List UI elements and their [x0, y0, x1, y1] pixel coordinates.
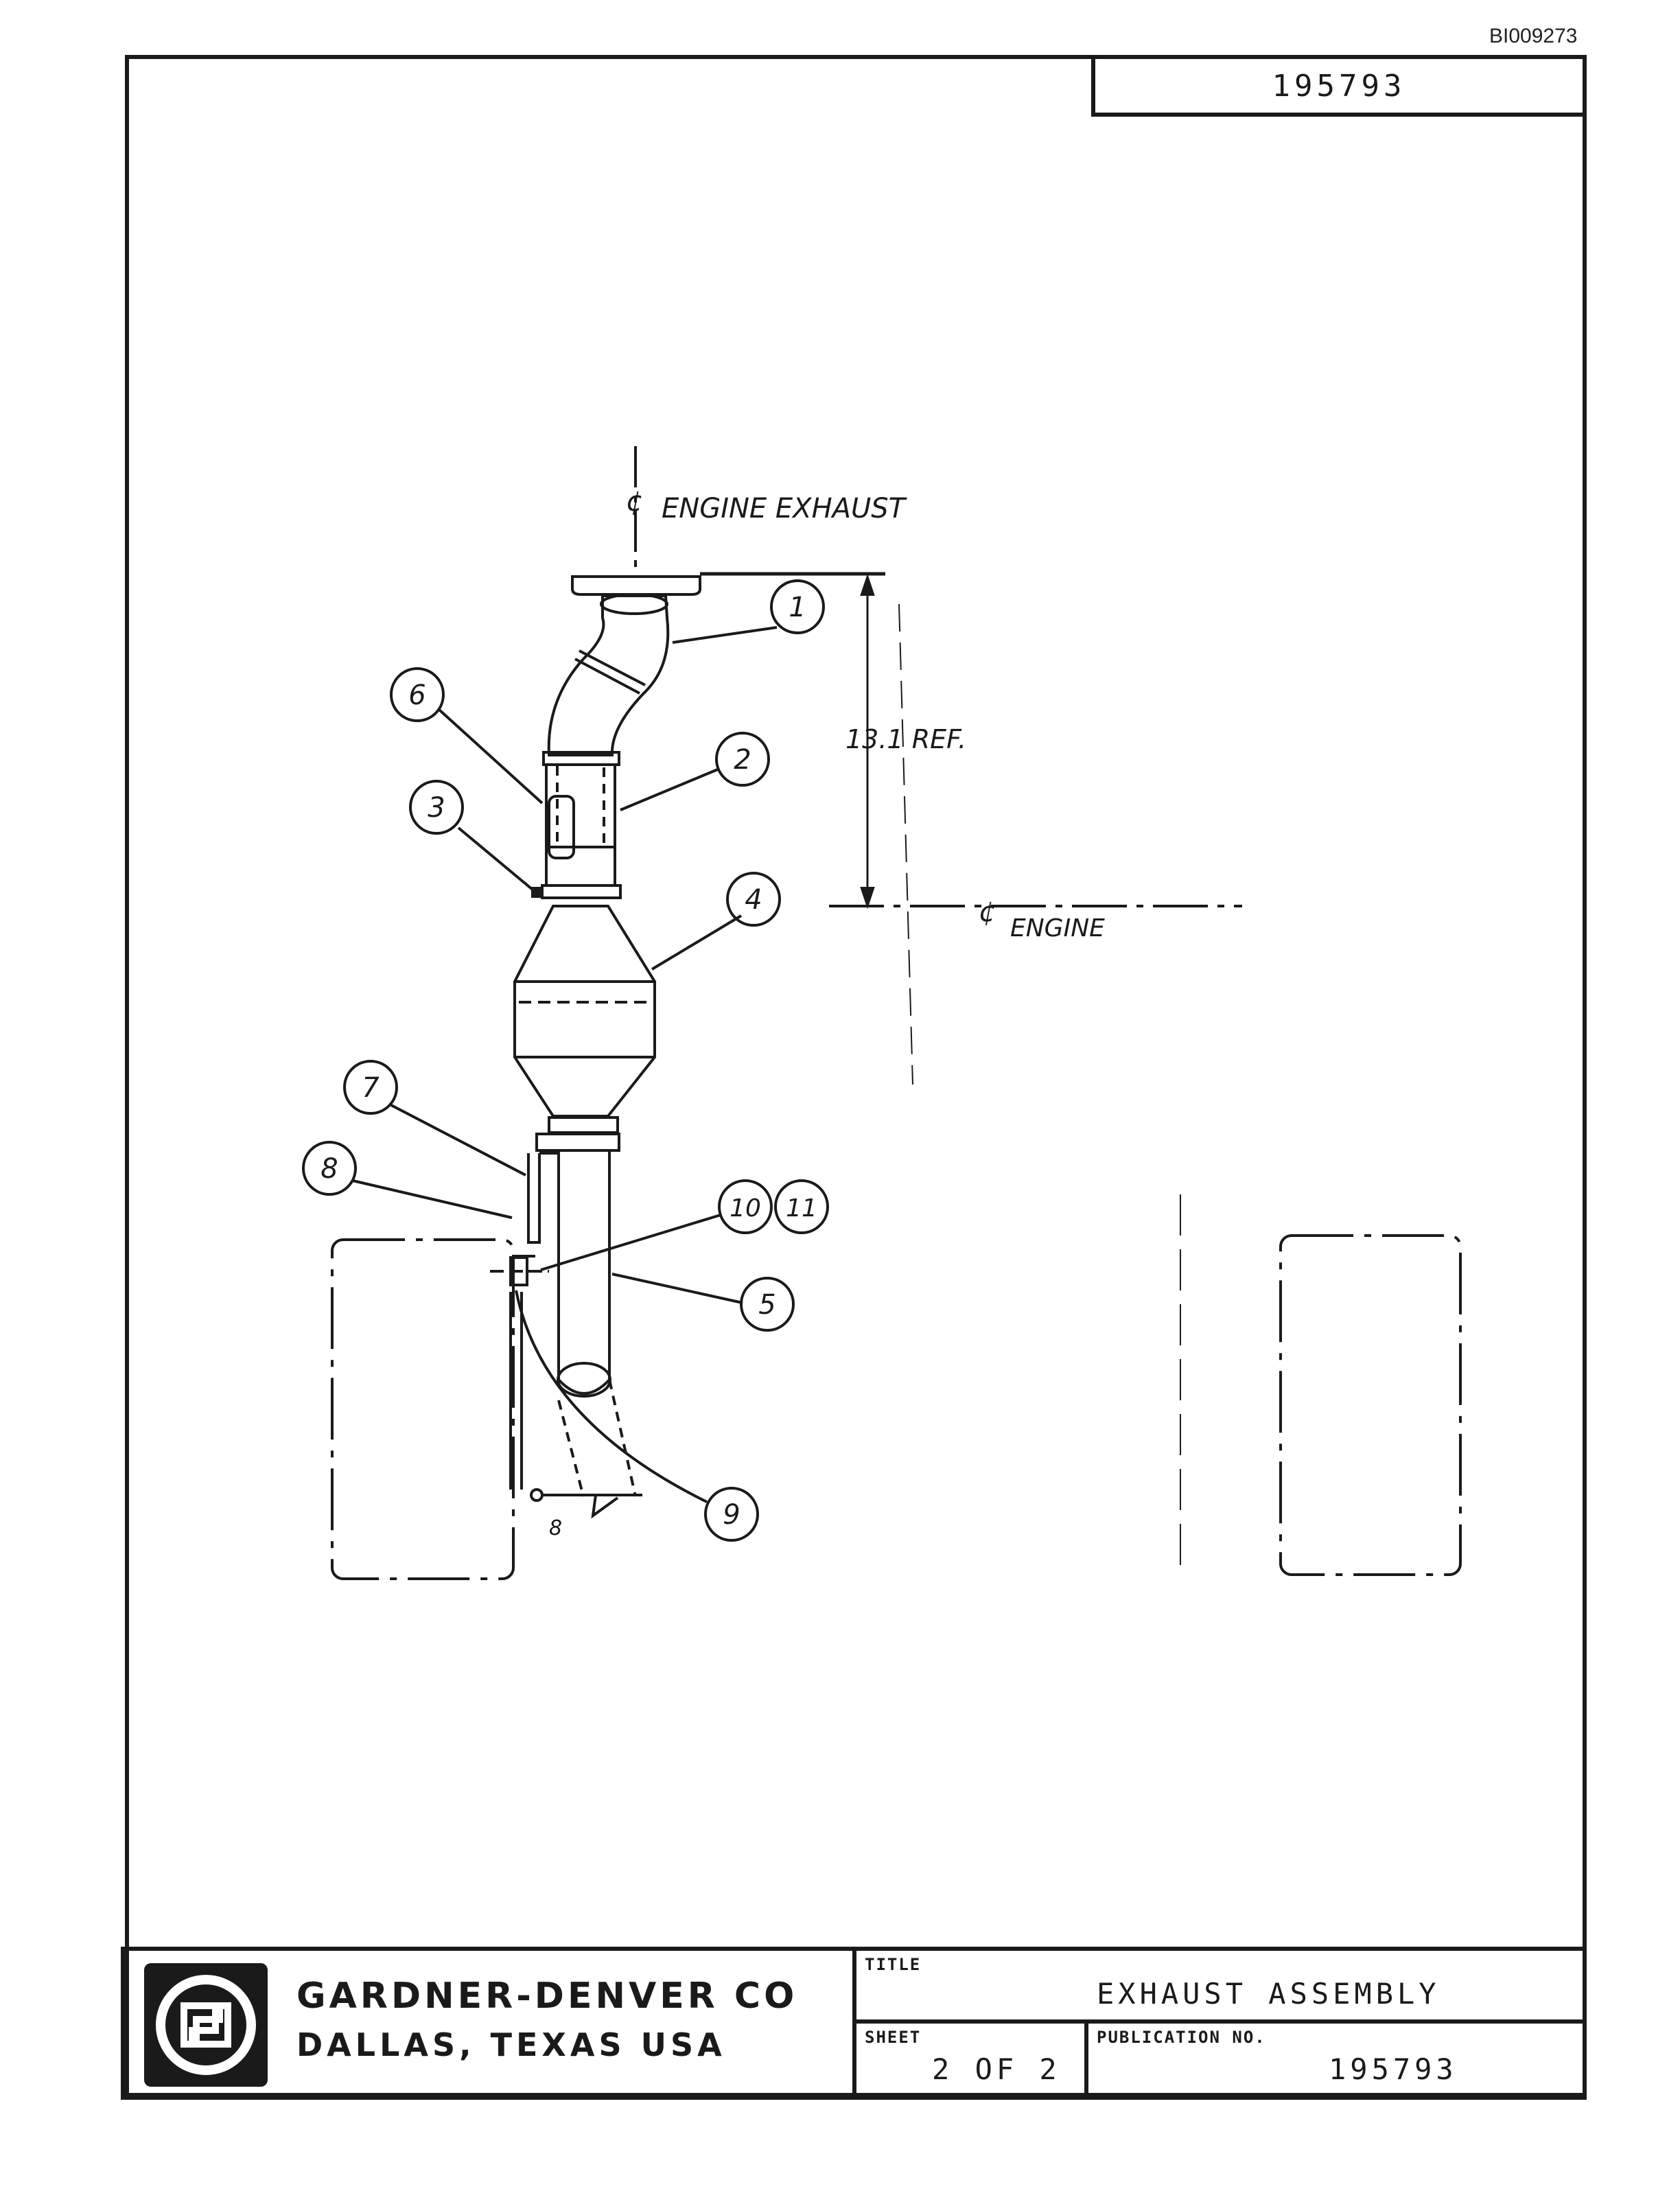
publication-cell: PUBLICATION NO. 195793 — [1088, 2024, 1583, 2096]
publication-value: 195793 — [1329, 2052, 1458, 2086]
centerline-symbol-engine: ¢ — [979, 896, 996, 928]
small-8-label: 8 — [549, 1516, 562, 1540]
callout-1: 1 — [789, 592, 806, 623]
callout-2: 2 — [734, 744, 751, 776]
title-cell: TITLE EXHAUST ASSEMBLY — [856, 1951, 1583, 2024]
sheet-cell: SHEET 2 OF 2 — [856, 2024, 1088, 2096]
support-bracket — [527, 1153, 541, 1244]
gardner-denver-logo-icon — [144, 1963, 268, 2087]
callout-3: 3 — [428, 792, 445, 824]
callout-10: 10 — [730, 1194, 761, 1223]
callout-8: 8 — [320, 1153, 338, 1185]
title-label: TITLE — [865, 1955, 922, 1974]
dimension-label: 13.1 REF. — [845, 724, 966, 754]
company-location: DALLAS, TEXAS USA — [296, 2026, 726, 2063]
centerline-symbol-exhaust: ¢ — [626, 486, 643, 518]
exhaust-elbow — [547, 594, 670, 756]
callout-6: 6 — [408, 680, 425, 711]
tail-pipe — [557, 1150, 611, 1380]
company-name: GARDNER-DENVER CO — [296, 1976, 798, 2017]
enclosure-right — [1279, 1234, 1462, 1576]
callout-5: 5 — [758, 1289, 775, 1321]
exhaust-flange — [571, 575, 701, 596]
sheet-label: SHEET — [865, 2028, 922, 2047]
title-block: GARDNER-DENVER CO DALLAS, TEXAS USA TITL… — [121, 1947, 1587, 2100]
callout-9: 9 — [723, 1499, 740, 1531]
drawing-title: EXHAUST ASSEMBLY — [1097, 1977, 1440, 2011]
callout-7: 7 — [362, 1072, 380, 1104]
callout-4: 4 — [745, 884, 762, 916]
engine-label: ENGINE — [1010, 914, 1105, 942]
callout-11: 11 — [786, 1194, 817, 1223]
bates-number: BI009273 — [1489, 25, 1578, 47]
publication-number-box: 195793 — [1091, 55, 1587, 117]
clamp-ring-lower — [541, 884, 622, 899]
company-block: GARDNER-DENVER CO DALLAS, TEXAS USA — [125, 1951, 856, 2096]
catalytic-converter — [513, 905, 656, 1117]
engine-exhaust-label: ENGINE EXHAUST — [662, 493, 908, 524]
sheet-value: 2 OF 2 — [932, 2052, 1061, 2086]
enclosure-left — [331, 1238, 515, 1580]
publication-label: PUBLICATION NO. — [1097, 2028, 1266, 2047]
outlet-collar — [548, 1116, 619, 1134]
